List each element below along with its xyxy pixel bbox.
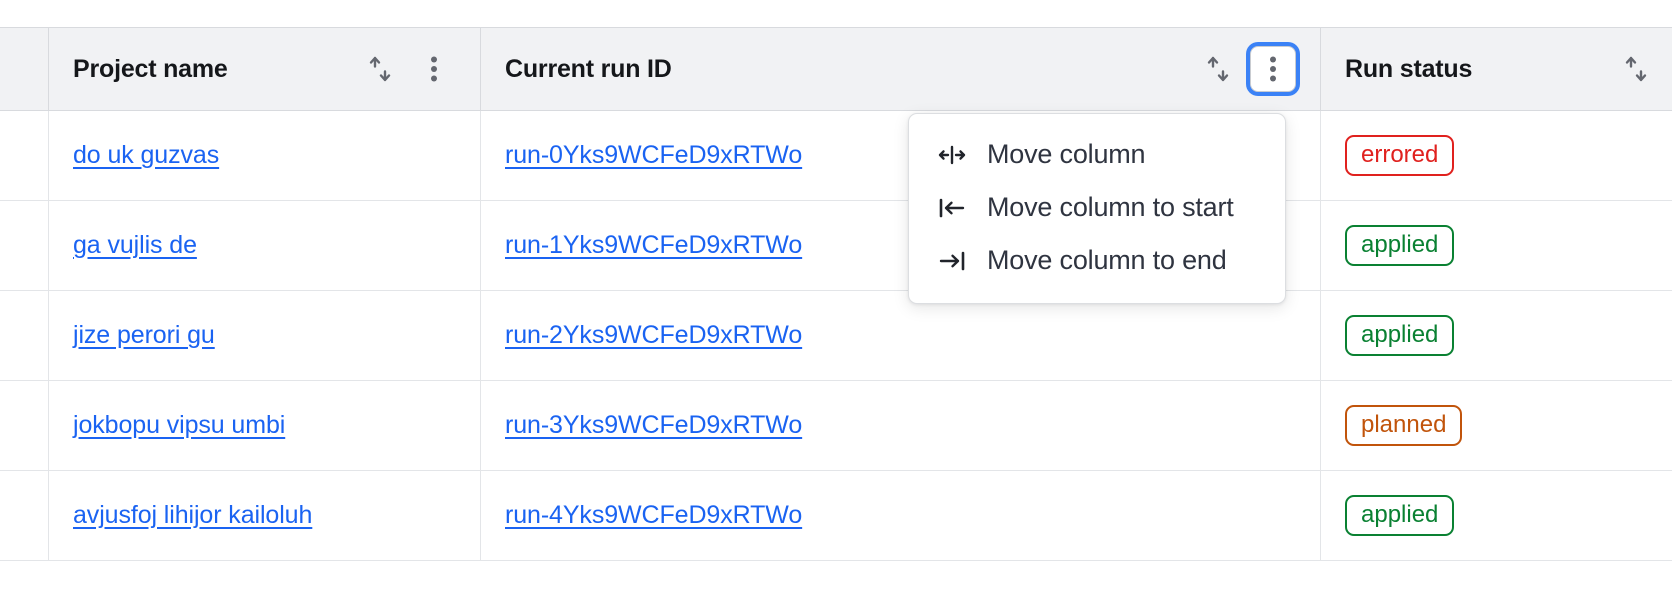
row-lead-cell: [0, 470, 49, 561]
run-id-link[interactable]: run-4Yks9WCFeD9xRTWo: [505, 501, 803, 529]
cell-current-run-id: run-2Yks9WCFeD9xRTWo: [480, 290, 1321, 381]
menu-item-move-column[interactable]: Move column: [909, 128, 1285, 181]
column-menu-button-run-status[interactable]: [1668, 47, 1672, 91]
project-link[interactable]: ga vujlis de: [73, 231, 197, 259]
row-lead-cell: [0, 200, 49, 291]
move-column-to-start-icon: [937, 193, 967, 223]
cell-run-status: applied: [1320, 200, 1672, 291]
cell-project-name: jize perori gu: [48, 290, 481, 381]
menu-item-label: Move column to start: [987, 192, 1234, 222]
column-header-tools-current-run-id: [1196, 46, 1296, 92]
column-header-label-project-name: Project name: [73, 54, 228, 83]
run-id-link[interactable]: run-3Yks9WCFeD9xRTWo: [505, 411, 803, 439]
move-column-icon: [937, 140, 967, 170]
cell-run-status: planned: [1320, 380, 1672, 471]
projects-table: Project name: [0, 27, 1672, 561]
menu-item-move-column-to-start[interactable]: Move column to start: [909, 181, 1285, 234]
sort-icon-current-run-id[interactable]: [1196, 47, 1240, 91]
cell-current-run-id: run-3Yks9WCFeD9xRTWo: [480, 380, 1321, 471]
table-row: jokbopu vipsu umbi run-3Yks9WCFeD9xRTWo …: [0, 380, 1672, 471]
row-lead-cell: [0, 380, 49, 471]
column-header-run-status: Run status: [1320, 27, 1672, 111]
status-badge: applied: [1345, 224, 1455, 267]
cell-project-name: do uk guzvas: [48, 110, 481, 201]
run-id-link[interactable]: run-0Yks9WCFeD9xRTWo: [505, 141, 803, 169]
cell-project-name: ga vujlis de: [48, 200, 481, 291]
run-id-link[interactable]: run-1Yks9WCFeD9xRTWo: [505, 231, 803, 259]
sort-icon-run-status[interactable]: [1614, 47, 1658, 91]
cell-project-name: jokbopu vipsu umbi: [48, 380, 481, 471]
cell-run-status: errored: [1320, 110, 1672, 201]
column-menu-button-current-run-id[interactable]: [1250, 46, 1296, 92]
menu-item-move-column-to-end[interactable]: Move column to end: [909, 234, 1285, 287]
status-badge: planned: [1345, 404, 1463, 447]
table-row: do uk guzvas run-0Yks9WCFeD9xRTWo errore…: [0, 110, 1672, 201]
column-header-current-run-id: Current run ID: [480, 27, 1321, 111]
column-header-label-run-status: Run status: [1345, 54, 1473, 83]
table-row: avjusfoj lihijor kailoluh run-4Yks9WCFeD…: [0, 470, 1672, 561]
row-lead-cell: [0, 110, 49, 201]
table-row: jize perori gu run-2Yks9WCFeD9xRTWo appl…: [0, 290, 1672, 381]
status-badge: applied: [1345, 494, 1455, 537]
menu-item-label: Move column: [987, 139, 1146, 169]
project-link[interactable]: do uk guzvas: [73, 141, 220, 169]
sort-icon-project-name[interactable]: [358, 47, 402, 91]
table-header: Project name: [0, 27, 1672, 111]
project-link[interactable]: jize perori gu: [73, 321, 215, 349]
status-badge: applied: [1345, 314, 1455, 357]
table-row: ga vujlis de run-1Yks9WCFeD9xRTWo applie…: [0, 200, 1672, 291]
column-header-project-name: Project name: [48, 27, 481, 111]
cell-project-name: avjusfoj lihijor kailoluh: [48, 470, 481, 561]
move-column-to-end-icon: [937, 246, 967, 276]
column-context-menu: Move column Move column to start Move co…: [908, 113, 1286, 304]
column-header-label-current-run-id: Current run ID: [505, 54, 672, 83]
table-body: do uk guzvas run-0Yks9WCFeD9xRTWo errore…: [0, 110, 1672, 561]
column-header-lead: [0, 27, 49, 111]
cell-run-status: applied: [1320, 470, 1672, 561]
cell-current-run-id: run-4Yks9WCFeD9xRTWo: [480, 470, 1321, 561]
column-menu-button-project-name[interactable]: [412, 47, 456, 91]
projects-table-container: Project name: [0, 27, 1672, 561]
status-badge: errored: [1345, 134, 1455, 177]
table-header-row: Project name: [0, 27, 1672, 111]
menu-item-label: Move column to end: [987, 245, 1227, 275]
column-header-tools-project-name: [358, 47, 456, 91]
project-link[interactable]: avjusfoj lihijor kailoluh: [73, 501, 313, 529]
run-id-link[interactable]: run-2Yks9WCFeD9xRTWo: [505, 321, 803, 349]
cell-run-status: applied: [1320, 290, 1672, 381]
column-header-tools-run-status: [1614, 47, 1672, 91]
row-lead-cell: [0, 290, 49, 381]
project-link[interactable]: jokbopu vipsu umbi: [73, 411, 286, 439]
